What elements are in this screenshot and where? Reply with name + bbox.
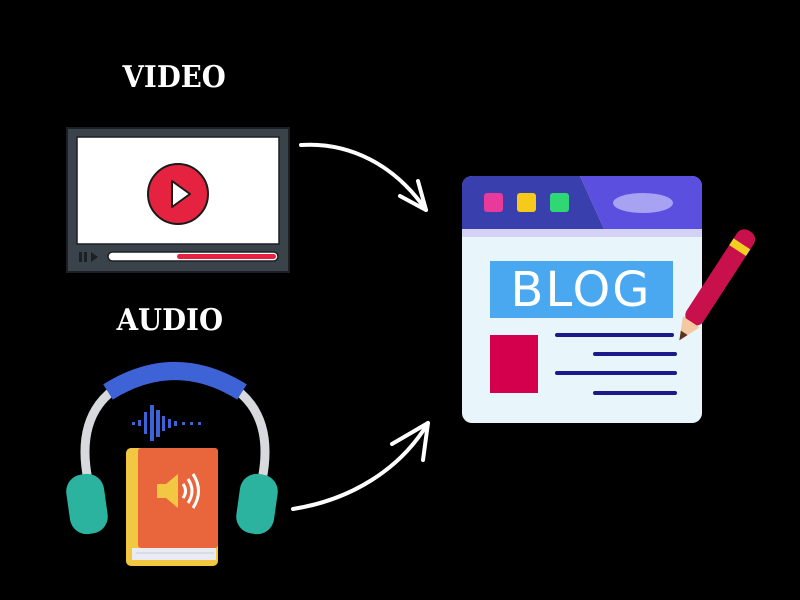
image-placeholder: [490, 335, 538, 393]
soundwave-icon: [132, 405, 201, 441]
window-dot-pink: [484, 193, 503, 212]
window-dot-green: [550, 193, 569, 212]
blog-webpage-icon: BLOG: [462, 176, 756, 423]
audiobook-icon: [126, 448, 218, 566]
video-label: VIDEO: [122, 60, 226, 95]
pause-play-control-icon: [79, 252, 98, 262]
window-dot-yellow: [517, 193, 536, 212]
address-bar: [613, 193, 673, 213]
audio-label: AUDIO: [116, 303, 223, 338]
curved-arrow-up-right: [291, 421, 430, 511]
video-player-icon: [66, 127, 290, 273]
blog-banner: [490, 261, 673, 318]
blog-title: BLOG: [511, 262, 652, 318]
headphones-audiobook-icon: [66, 362, 278, 566]
text-lines: [555, 333, 677, 395]
speaker-icon: [157, 473, 200, 509]
pencil-icon: [679, 229, 756, 341]
curved-arrow-down-right: [299, 142, 428, 212]
